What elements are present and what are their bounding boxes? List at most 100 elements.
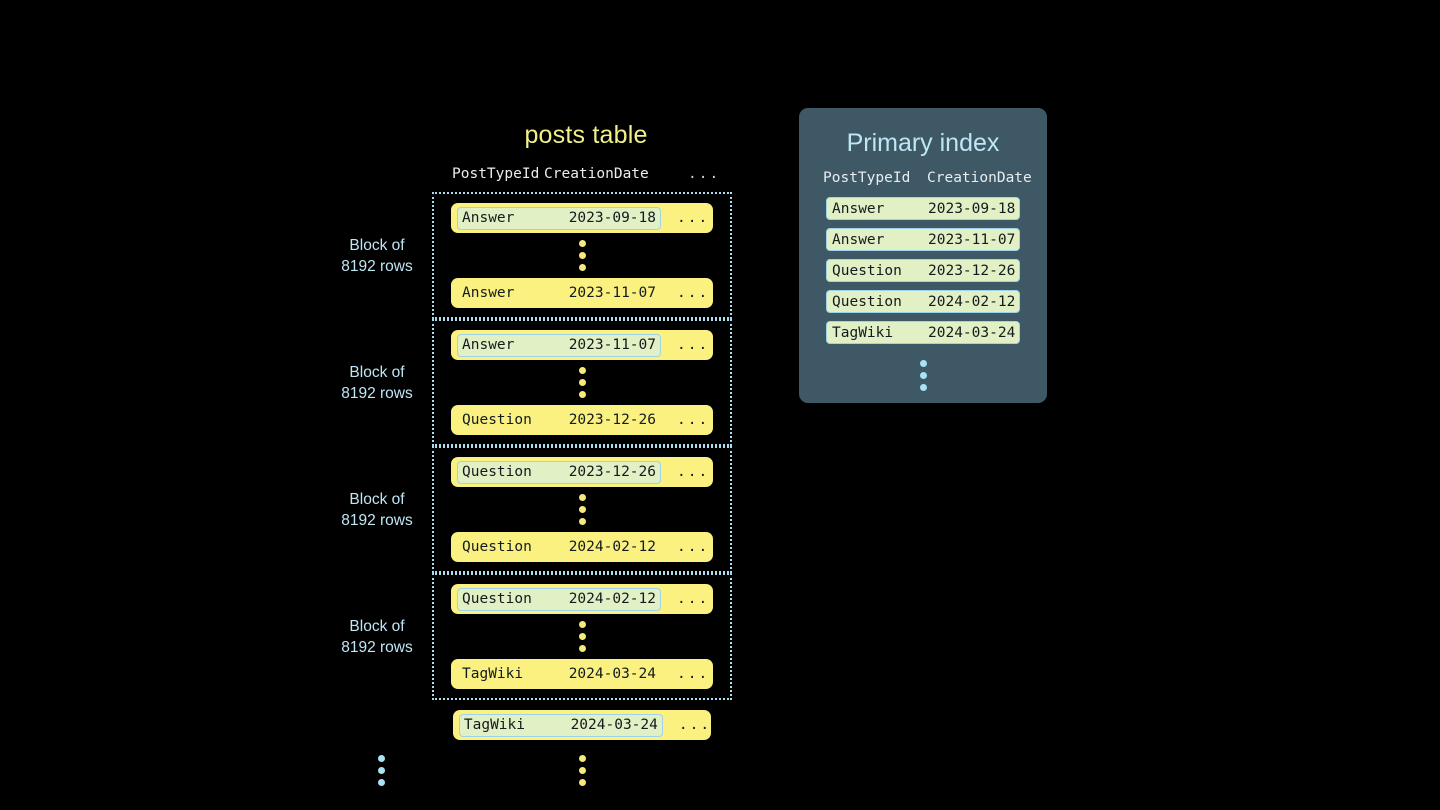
table-row[interactable]: Answer 2023-11-07 ... (451, 330, 713, 360)
rows-ellipsis-dots (578, 614, 586, 659)
cell-creationdate: 2023-09-18 (568, 210, 656, 226)
cell-ellipsis: ... (678, 717, 712, 733)
rows-ellipsis-dots (578, 748, 586, 793)
table-row[interactable]: Answer 2023-11-07 ... (451, 278, 713, 308)
column-header-ellipsis: ... (688, 166, 721, 182)
index-cell-posttypeid: Question (832, 293, 902, 310)
block-box: Question 2024-02-12 ... TagWiki 2024-03-… (432, 573, 732, 700)
cell-creationdate: 2023-11-07 (568, 285, 656, 301)
row-key-highlight: TagWiki 2024-03-24 (458, 713, 663, 737)
cell-creationdate: 2024-02-12 (568, 591, 656, 607)
table-row[interactable]: TagWiki 2024-03-24 ... (452, 710, 712, 740)
block-label-line1: Block of (349, 490, 405, 508)
index-ellipsis (799, 353, 1047, 398)
primary-index-panel: Primary index PostTypeId CreationDate An… (799, 108, 1047, 403)
trailing-row-pill-wrap: TagWiki 2024-03-24 ... (432, 710, 732, 740)
column-header-posttypeid: PostTypeId (452, 166, 540, 182)
table-row[interactable]: Question 2023-12-26 ... (451, 457, 713, 487)
index-cell-creationdate: 2024-02-12 (928, 293, 1016, 310)
index-cell-posttypeid: Answer (832, 231, 885, 248)
index-entry[interactable]: Question 2024-02-12 (826, 290, 1020, 313)
block-row: Block of 8192 rows Answer 2023-09-18 ... (330, 192, 740, 319)
cell-creationdate: 2024-03-24 (570, 717, 658, 733)
bottom-dots-row (330, 748, 740, 793)
cell-posttypeid: TagWiki (463, 717, 525, 733)
table-row[interactable]: TagWiki 2024-03-24 ... (451, 659, 713, 689)
row-key: Question 2023-12-26 (457, 409, 661, 432)
primary-index-column-headers: PostTypeId CreationDate (799, 170, 1047, 186)
cell-creationdate: 2023-11-07 (568, 337, 656, 353)
index-entry[interactable]: Question 2023-12-26 (826, 259, 1020, 282)
row-key: Answer 2023-11-07 (457, 282, 661, 305)
cell-ellipsis: ... (677, 666, 710, 682)
cell-ellipsis: ... (677, 464, 710, 480)
cell-creationdate: 2024-03-24 (568, 666, 656, 682)
block-row: Block of 8192 rows Question 2024-02-12 .… (330, 573, 740, 700)
block-row: Block of 8192 rows Question 2023-12-26 .… (330, 446, 740, 573)
posts-table-group: posts table PostTypeId CreationDate ... … (330, 118, 740, 793)
rows-ellipsis-dots (578, 233, 586, 278)
index-cell-posttypeid: Answer (832, 200, 885, 217)
row-key-highlight: Question 2024-02-12 (457, 587, 661, 611)
block-box: Answer 2023-09-18 ... Answer 2023-11-07 … (432, 192, 732, 319)
blocks-ellipsis-dots (377, 748, 385, 793)
block-label-line2: 8192 rows (341, 511, 413, 529)
cell-posttypeid: Answer (462, 210, 515, 226)
row-key: Question 2024-02-12 (457, 536, 661, 559)
block-label: Block of 8192 rows (330, 616, 432, 658)
cell-creationdate: 2024-02-12 (568, 539, 656, 555)
block-label-line2: 8192 rows (341, 638, 413, 656)
index-ellipsis-dots (919, 353, 927, 398)
column-header-creationdate: CreationDate (544, 166, 649, 182)
cell-ellipsis: ... (677, 591, 710, 607)
row-key-highlight: Question 2023-12-26 (457, 460, 661, 484)
index-column-header-creationdate: CreationDate (927, 170, 1032, 186)
table-row[interactable]: Question 2023-12-26 ... (451, 405, 713, 435)
index-column-header-posttypeid: PostTypeId (823, 170, 911, 186)
block-label: Block of 8192 rows (330, 489, 432, 531)
block-label-line2: 8192 rows (341, 384, 413, 402)
index-entry[interactable]: Answer 2023-09-18 (826, 197, 1020, 220)
cell-posttypeid: Question (462, 591, 532, 607)
table-row[interactable]: Question 2024-02-12 ... (451, 532, 713, 562)
cell-posttypeid: Answer (462, 285, 515, 301)
left-blocks-ellipsis (330, 748, 432, 793)
block-row: Block of 8192 rows Answer 2023-11-07 ... (330, 319, 740, 446)
cell-posttypeid: Question (462, 412, 532, 428)
row-key: TagWiki 2024-03-24 (457, 663, 661, 686)
cell-ellipsis: ... (677, 285, 710, 301)
index-cell-creationdate: 2023-11-07 (928, 231, 1016, 248)
cell-ellipsis: ... (677, 539, 710, 555)
row-key-highlight: Answer 2023-11-07 (457, 333, 661, 357)
index-cell-creationdate: 2023-12-26 (928, 262, 1016, 279)
index-entry[interactable]: TagWiki 2024-03-24 (826, 321, 1020, 344)
cell-posttypeid: TagWiki (462, 666, 524, 682)
cell-ellipsis: ... (677, 210, 710, 226)
block-label: Block of 8192 rows (330, 362, 432, 404)
block-label-line2: 8192 rows (341, 257, 413, 275)
rows-ellipsis-dots (578, 487, 586, 532)
cell-ellipsis: ... (677, 337, 710, 353)
table-row[interactable]: Question 2024-02-12 ... (451, 584, 713, 614)
posts-table-title: posts table (524, 121, 648, 149)
block-label-line1: Block of (349, 617, 405, 635)
index-cell-creationdate: 2023-09-18 (928, 200, 1016, 217)
index-cell-creationdate: 2024-03-24 (928, 324, 1016, 341)
primary-index-title: Primary index (846, 129, 1000, 157)
index-entry[interactable]: Answer 2023-11-07 (826, 228, 1020, 251)
index-cell-posttypeid: Question (832, 262, 902, 279)
posts-table-column-headers: PostTypeId CreationDate ... (432, 162, 740, 186)
cell-posttypeid: Question (462, 539, 532, 555)
block-label: Block of 8192 rows (330, 235, 432, 277)
blocks-container: Block of 8192 rows Answer 2023-09-18 ... (330, 192, 740, 793)
cell-creationdate: 2023-12-26 (568, 412, 656, 428)
rows-ellipsis-dots (578, 360, 586, 405)
row-key-highlight: Answer 2023-09-18 (457, 206, 661, 230)
block-label-line1: Block of (349, 363, 405, 381)
cell-creationdate: 2023-12-26 (568, 464, 656, 480)
block-box: Answer 2023-11-07 ... Question 2023-12-2… (432, 319, 732, 446)
cell-ellipsis: ... (677, 412, 710, 428)
block-box: Question 2023-12-26 ... Question 2024-02… (432, 446, 732, 573)
table-row[interactable]: Answer 2023-09-18 ... (451, 203, 713, 233)
